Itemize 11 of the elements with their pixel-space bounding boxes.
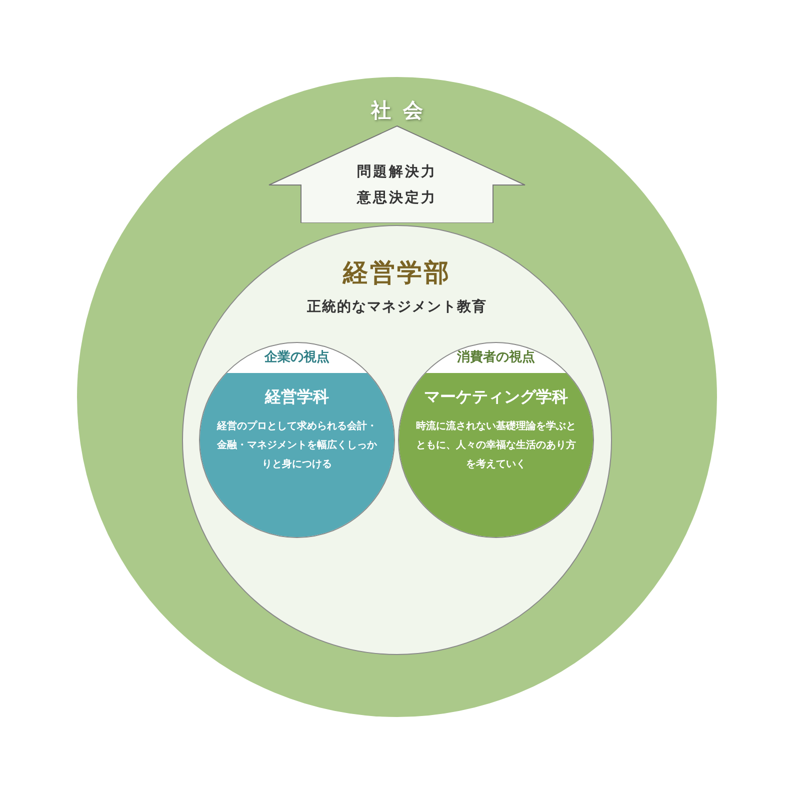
department-description: 経営のプロとして求められる会計・金融・マネジメントを幅広くしっかりと身につける: [216, 419, 378, 472]
department-name: マーケティング学科: [423, 387, 569, 408]
ability-label: 問題解決力: [356, 163, 438, 181]
viewpoint-label: 企業の視点: [263, 348, 330, 366]
department-description: 時流に流されない基礎理論を学ぶとともに、人々の幸福な生活のあり方を考えていく: [415, 419, 577, 472]
society-label: 社会: [370, 97, 436, 124]
faculty-subtitle: 正統的なマネジメント教育: [306, 298, 488, 316]
ability-label: 意思決定力: [356, 189, 438, 207]
faculty-title: 経営学部: [341, 257, 452, 289]
viewpoint-label: 消費者の視点: [456, 348, 536, 366]
department-name: 経営学科: [264, 387, 330, 408]
